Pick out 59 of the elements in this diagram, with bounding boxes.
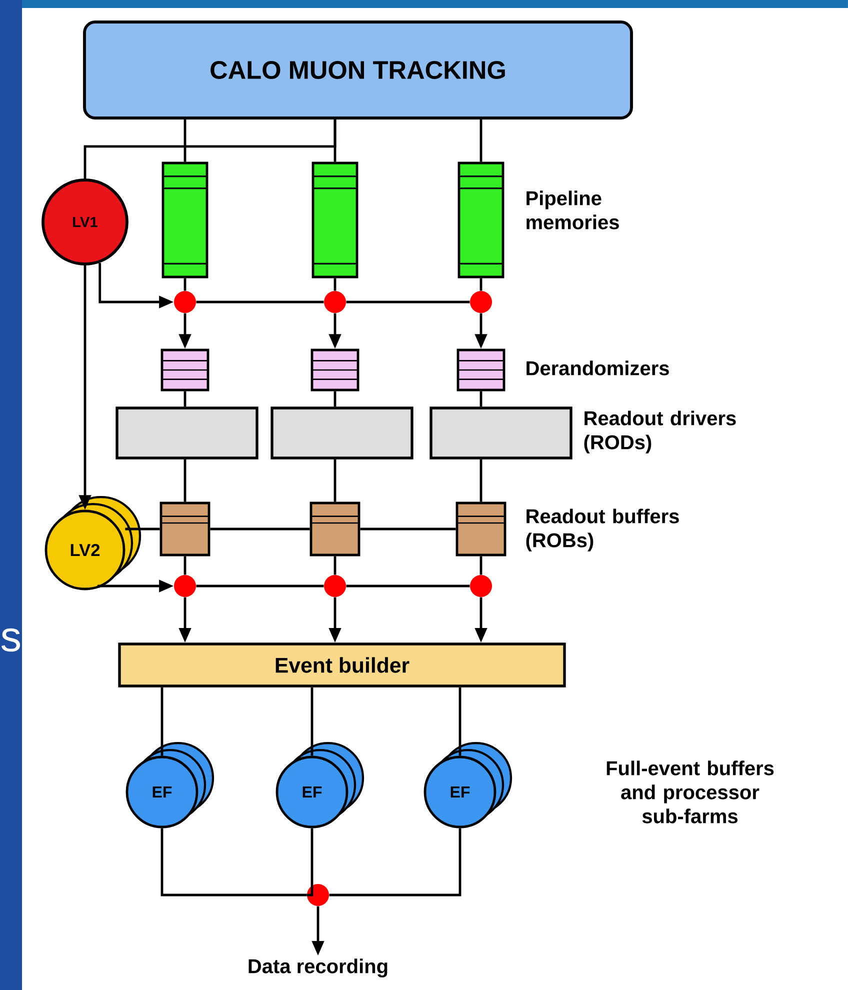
readout-buffer-block [456, 502, 506, 556]
processor-stack: EF [424, 742, 512, 828]
connector [306, 828, 314, 896]
readout-buffer-block [310, 502, 360, 556]
junction-dot [324, 291, 346, 313]
connector [346, 300, 470, 304]
readout-driver-box [270, 406, 414, 460]
derandomizer-block [310, 348, 360, 392]
slide-text-fragment: s [1, 628, 20, 652]
derandomizer-block [160, 348, 210, 392]
connector [334, 278, 336, 291]
row-label: Readout buffers (ROBs) [526, 508, 679, 552]
connector [184, 278, 186, 291]
derandomizer-block [456, 348, 506, 392]
processor-stack: EF [276, 742, 364, 828]
pipeline-memory-block [458, 162, 504, 278]
connector [196, 584, 324, 588]
row-label: Derandomizers [526, 360, 669, 376]
connector [480, 391, 482, 407]
junction-dot [470, 575, 492, 597]
output-label: Data recording [248, 958, 388, 978]
connector [334, 556, 336, 575]
connector [334, 459, 336, 502]
connector [458, 687, 462, 756]
junction-dot [307, 884, 329, 906]
connector [184, 459, 186, 502]
row-label: Pipeline memories [526, 190, 619, 230]
connector [184, 556, 186, 575]
connector [480, 556, 482, 575]
connector [360, 528, 456, 530]
connector [160, 687, 164, 756]
connector [210, 528, 310, 530]
connector [480, 459, 482, 502]
connector [184, 119, 186, 162]
connector [329, 828, 462, 896]
connector [184, 391, 186, 407]
connector [346, 584, 470, 588]
pipeline-memory-block [312, 162, 358, 278]
readout-buffer-block [160, 502, 210, 556]
event-builder-box: Event builder [118, 642, 566, 688]
readout-driver-box [430, 406, 572, 460]
connector [334, 391, 336, 407]
junction-dot [470, 291, 492, 313]
readout-driver-box [116, 406, 258, 460]
connector [84, 119, 336, 179]
junction-dot [174, 291, 196, 313]
row-label: Full-event buffers and processor sub-farms [606, 760, 774, 824]
trigger-stack: LV2 [44, 496, 142, 590]
connector [310, 687, 314, 756]
connector [196, 300, 324, 304]
connector [480, 119, 482, 162]
junction-dot [324, 575, 346, 597]
detector-box: CALO MUON TRACKING [83, 20, 633, 120]
connector [160, 828, 307, 896]
connector [125, 528, 160, 530]
pipeline-memory-block [162, 162, 208, 278]
connector [480, 278, 482, 291]
processor-stack: EF [126, 742, 214, 828]
junction-dot [174, 575, 196, 597]
